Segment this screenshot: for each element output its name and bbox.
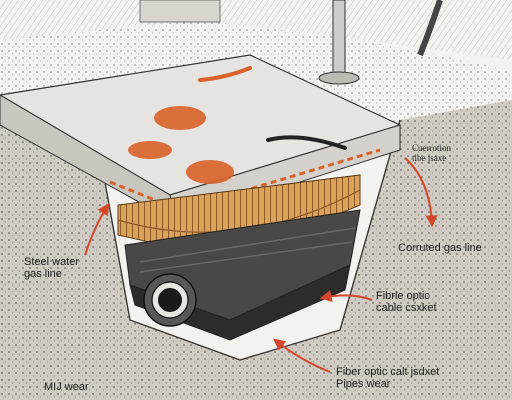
- rust-stain: [154, 106, 206, 130]
- label-steel-water-gas-line: Steel water gas line: [24, 256, 79, 280]
- label-fiber-jacket: Fiber optic calt jsdxet: [336, 366, 440, 378]
- orange-arrow-icon: [404, 157, 438, 228]
- orange-arrow-icon: [319, 290, 373, 302]
- dark-pipes: [124, 209, 361, 341]
- label-corrugated-gas-line: Corruted gas line: [398, 242, 482, 254]
- rust-stain: [128, 141, 172, 159]
- rust-stain: [186, 160, 234, 184]
- label-mij-wear: MIJ wear: [44, 381, 89, 393]
- label-corrugation-top-line1: Cuerrotion: [412, 143, 451, 153]
- label-steel-line1: Steel water: [24, 256, 80, 268]
- label-fiber-line2: cable csxket: [376, 302, 437, 314]
- orange-arrow-icon: [273, 338, 331, 373]
- standpipe: [318, 0, 443, 85]
- label-fiber-line1: Fibrle optic: [376, 290, 430, 302]
- label-steel-line2: gas line: [24, 268, 62, 280]
- label-fiber-optic-cable: Fibrle optic cable csxket: [376, 290, 437, 314]
- label-pipes-wear: Pipes wear: [336, 378, 391, 390]
- annotation-arrows: [84, 157, 438, 373]
- orange-arrow-icon: [84, 202, 110, 256]
- label-fiber-jacket-pipes: Fiber optic calt jsdxet Pipes wear: [336, 366, 439, 390]
- label-corrugation-top-line2: tibe jsaxe: [412, 153, 447, 163]
- label-corrugation-top: Cuerrotion tibe jsaxe: [412, 143, 451, 163]
